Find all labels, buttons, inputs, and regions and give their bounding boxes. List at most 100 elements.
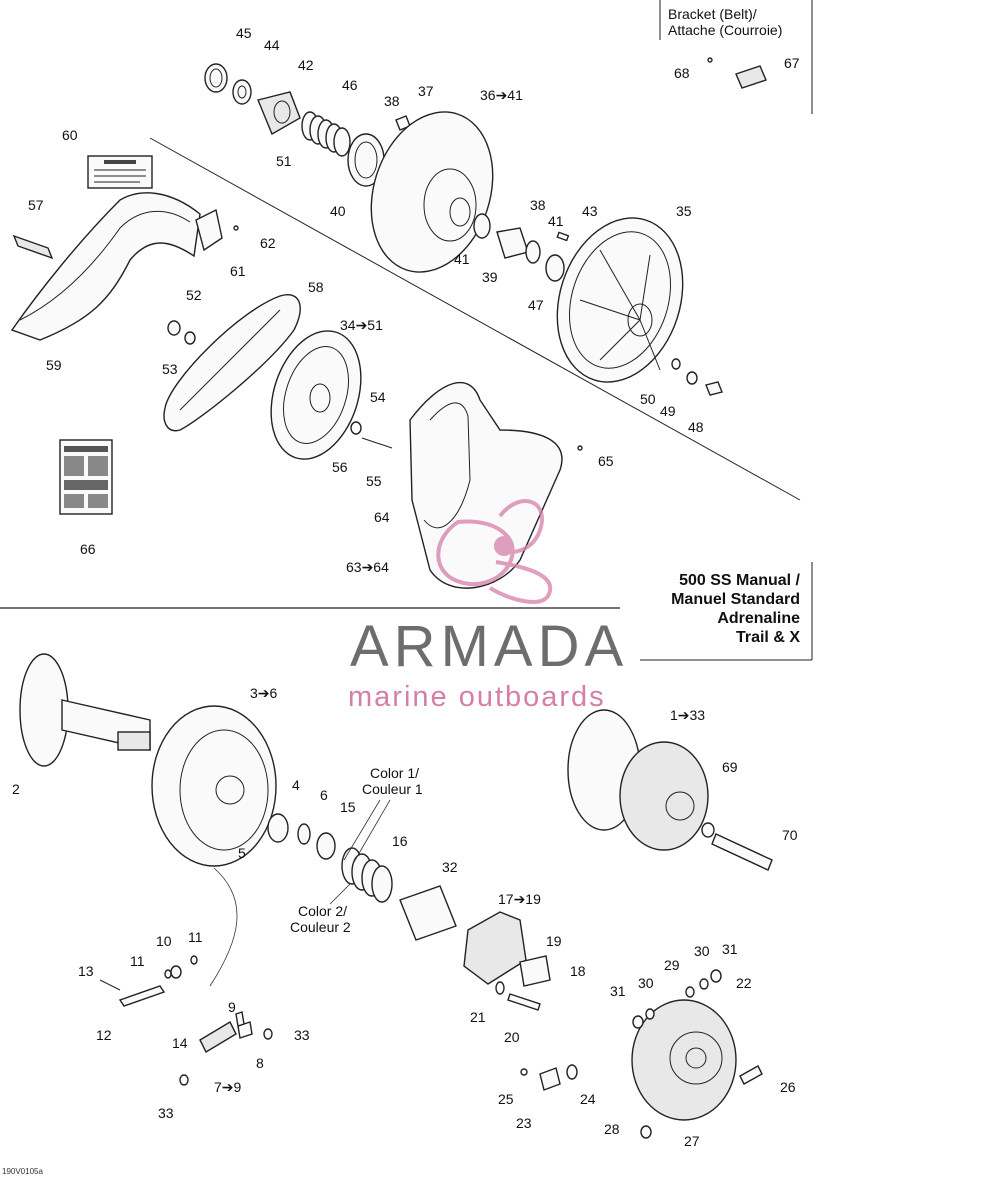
part-28-nut xyxy=(640,1125,652,1139)
label-70: 70 xyxy=(782,827,798,843)
label-52: 52 xyxy=(186,287,202,303)
label-43: 43 xyxy=(582,203,598,219)
driven-pulley-axis xyxy=(149,137,801,501)
label-39: 39 xyxy=(482,269,498,285)
part-32-sleeve xyxy=(399,885,457,941)
armada-watermark: ARMADA marine outboards xyxy=(348,499,628,713)
label-45: 45 xyxy=(236,25,252,41)
part-3-movable-sheave xyxy=(151,705,277,867)
label-56: 56 xyxy=(332,459,348,475)
armada-logo-mark xyxy=(436,499,553,604)
part-33-nut-b xyxy=(179,1074,189,1086)
label-67: 67 xyxy=(784,55,800,71)
part-43-key xyxy=(556,231,570,242)
part-68-screw xyxy=(707,57,713,63)
label-35: 35 xyxy=(676,203,692,219)
label-5: 5 xyxy=(238,845,246,861)
part-11-washer-b xyxy=(190,955,198,965)
assembly-leader-arrow xyxy=(209,867,238,987)
label-16: 16 xyxy=(392,833,408,849)
part-35-fixed-sheave xyxy=(556,217,684,383)
label-24: 24 xyxy=(580,1091,596,1107)
label-69: 69 xyxy=(722,759,738,775)
label-37: 37 xyxy=(418,83,434,99)
color-1-label-line2: Couleur 1 xyxy=(362,781,423,797)
label-41-a: 41 xyxy=(548,213,564,229)
part-53-washer xyxy=(184,331,196,345)
part-24-pin xyxy=(566,1064,578,1080)
part-11-washer-a xyxy=(164,969,172,979)
model-line4: Trail & X xyxy=(736,629,800,646)
part-49-washer xyxy=(686,371,698,385)
part-66-decal xyxy=(59,439,113,515)
part-1-driven-pulley xyxy=(567,709,709,851)
part-54-washer xyxy=(350,421,362,435)
bracket-title-line1: Bracket (Belt)/ xyxy=(668,6,757,22)
label-20: 20 xyxy=(504,1029,520,1045)
part-26-screw xyxy=(739,1065,763,1085)
part-34-drive-pulley xyxy=(270,330,362,460)
part-18-bushing xyxy=(519,955,551,987)
bracket-title-line2: Attache (Courroie) xyxy=(668,22,782,38)
label-19: 19 xyxy=(546,933,562,949)
part-30-washer-b xyxy=(645,1008,655,1020)
label-66: 66 xyxy=(80,541,96,557)
part-45-circlip xyxy=(204,63,228,93)
part-42-cam xyxy=(257,91,301,136)
label-59: 59 xyxy=(46,357,62,373)
label-58: 58 xyxy=(308,279,324,295)
label-38-mid: 38 xyxy=(530,197,546,213)
label-41-b: 41 xyxy=(454,251,470,267)
label-47: 47 xyxy=(528,297,544,313)
label-49: 49 xyxy=(660,403,676,419)
part-2-fixed-sheave xyxy=(19,653,151,767)
part-10-roller xyxy=(170,965,182,979)
label-55: 55 xyxy=(366,473,382,489)
armada-brand-text: ARMADA xyxy=(350,614,628,679)
label-53: 53 xyxy=(162,361,178,377)
label-65: 65 xyxy=(598,453,614,469)
part-55-bolt xyxy=(361,437,393,449)
label-61: 61 xyxy=(230,263,246,279)
part-67-belt-bracket xyxy=(735,65,767,89)
label-30-a: 30 xyxy=(694,943,710,959)
part-31-nut-b xyxy=(632,1015,644,1029)
part-36-sheave xyxy=(370,111,494,273)
part-52-nut xyxy=(167,320,181,336)
part-33-nut-a xyxy=(263,1028,273,1040)
label-29: 29 xyxy=(664,957,680,973)
part-16-spring xyxy=(341,847,393,903)
label-62: 62 xyxy=(260,235,276,251)
label-31-a: 31 xyxy=(722,941,738,957)
label-32: 32 xyxy=(442,859,458,875)
bracket-inset-box: Bracket (Belt)/ Attache (Courroie) xyxy=(659,0,813,114)
part-39-bushing xyxy=(496,227,529,259)
label-28: 28 xyxy=(604,1121,620,1137)
label-4: 4 xyxy=(292,777,300,793)
label-48: 48 xyxy=(688,419,704,435)
label-38-top: 38 xyxy=(384,93,400,109)
part-62-screw xyxy=(233,225,239,231)
part-4-bushing xyxy=(267,813,289,843)
part-25-washer xyxy=(520,1068,528,1076)
label-54: 54 xyxy=(370,389,386,405)
part-47-ring xyxy=(545,254,565,282)
label-17-19: 17➔19 xyxy=(498,891,541,907)
label-40: 40 xyxy=(330,203,346,219)
part-50-washer xyxy=(671,358,681,370)
label-68: 68 xyxy=(674,65,690,81)
part-60-warning-label xyxy=(87,155,153,189)
label-7-9: 7➔9 xyxy=(214,1079,242,1095)
part-58-drive-belt xyxy=(163,294,301,432)
label-25: 25 xyxy=(498,1091,514,1107)
part-13-screw xyxy=(99,979,121,991)
part-17-spider xyxy=(463,911,527,985)
part-6-circlip xyxy=(297,823,311,845)
label-1-33: 1➔33 xyxy=(670,707,705,723)
color-2-label-line1: Color 2/ xyxy=(298,903,347,919)
label-15: 15 xyxy=(340,799,356,815)
label-64: 64 xyxy=(374,509,390,525)
label-51-top: 51 xyxy=(276,153,292,169)
part-21-washer xyxy=(495,981,505,995)
